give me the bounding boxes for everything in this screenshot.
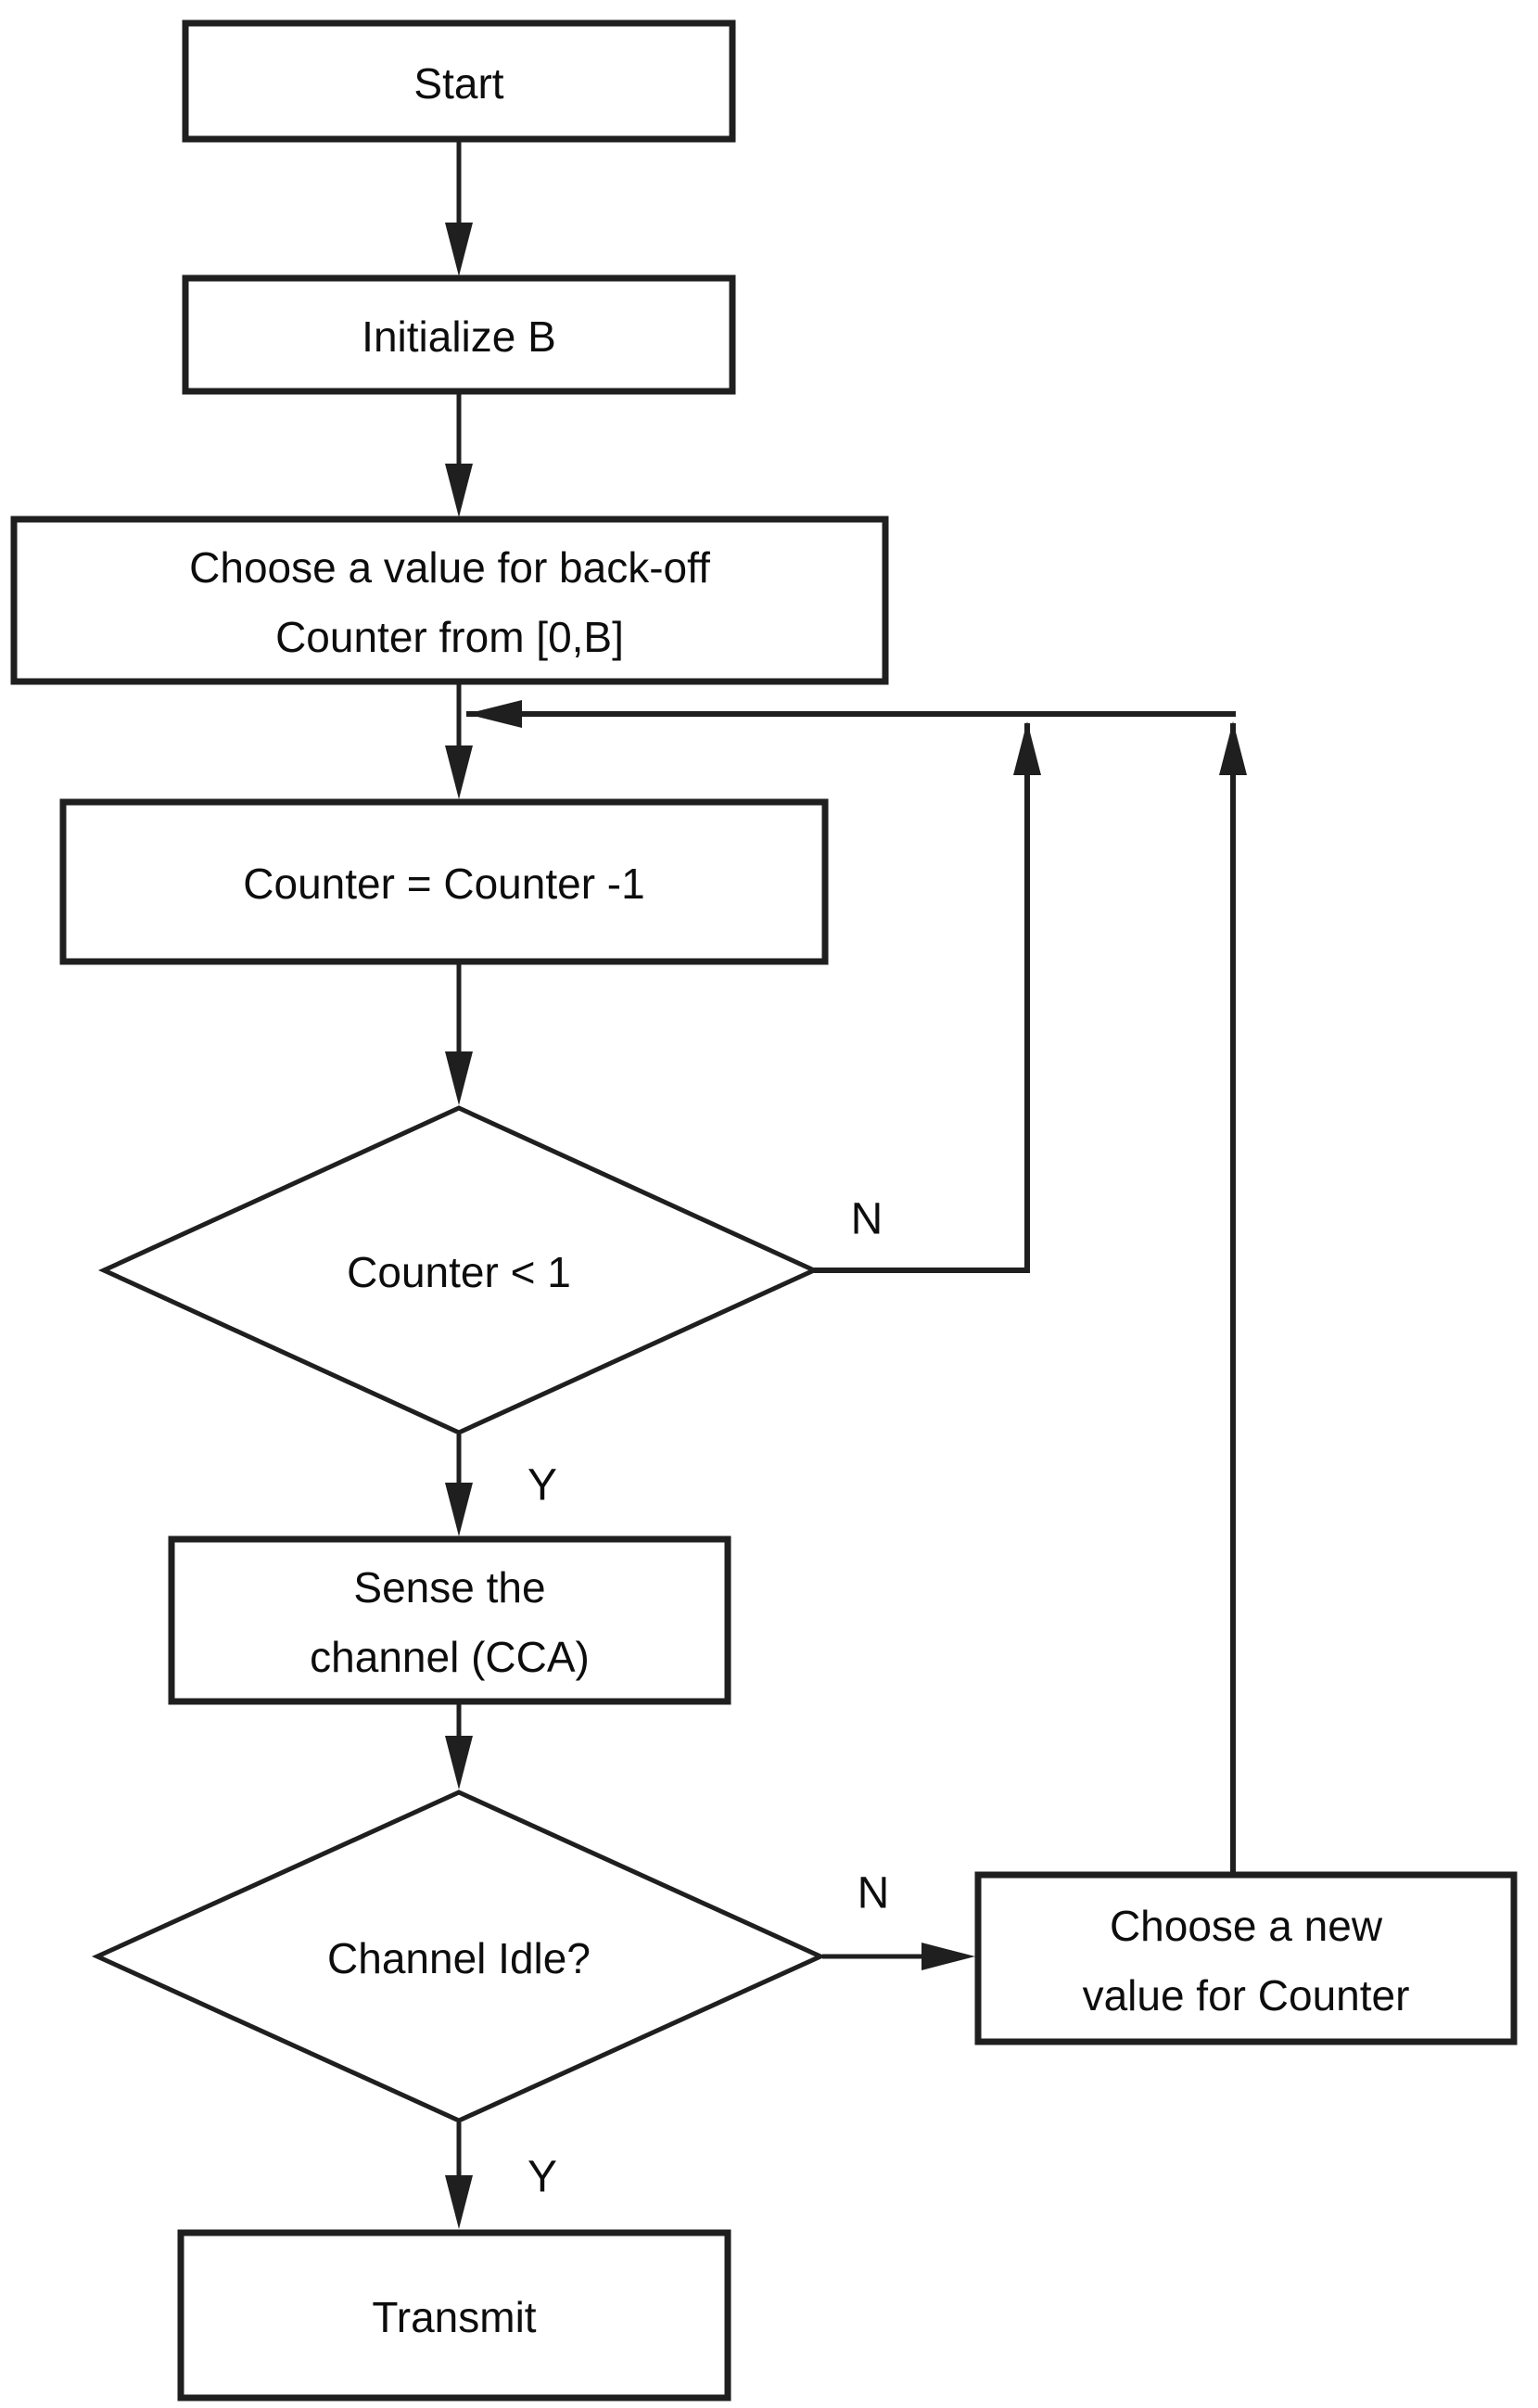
node-choose-backoff-line1: Choose a value for back-off [189,543,710,592]
edge-counter-check-yes: Y [445,1434,557,1536]
arrowhead-down-icon [445,1051,473,1105]
node-choose-backoff: Choose a value for back-off Counter from… [10,516,889,685]
node-decrement-counter-label: Counter = Counter -1 [243,860,644,908]
branch-label-no: N [851,1195,883,1244]
node-choose-new-value-box [974,1871,1518,2045]
edge-sense-to-channel-idle [445,1703,473,1790]
node-transmit-label: Transmit [372,2293,536,2341]
edge-loop-merge [466,700,1236,728]
arrowhead-down-icon [445,2175,473,2229]
node-initialize-b-label: Initialize B [362,312,556,361]
arrowhead-down-icon [445,1483,473,1536]
node-initialize-b: Initialize B [182,274,736,395]
node-decrement-counter-box [59,798,829,965]
node-counter-check: Counter < 1 [97,1105,820,1435]
branch-label-yes: Y [527,1461,557,1510]
arrowhead-up-icon [1219,721,1247,775]
arrowhead-left-icon [466,700,522,728]
edge-channel-idle-no: N [822,1869,975,1970]
branch-label-yes: Y [527,2153,557,2202]
node-start-box [182,19,736,143]
edge-start-to-initialize [445,141,473,276]
node-choose-new-value-line1: Choose a new [1110,1902,1383,1950]
arrowhead-right-icon [922,1943,975,1970]
node-sense-channel: Sense the channel (CCA) [168,1535,731,1705]
node-sense-channel-line1: Sense the [353,1563,545,1612]
node-channel-idle-label: Channel Idle? [327,1934,591,1982]
node-choose-new-value: Choose a new value for Counter [974,1871,1518,2045]
arrowhead-down-icon [445,745,473,799]
node-start: Start [182,19,736,143]
node-start-label: Start [413,59,503,108]
node-sense-channel-line2: channel (CCA) [310,1633,590,1681]
node-channel-idle: Channel Idle? [91,1790,827,2123]
arrowhead-up-icon [1013,721,1041,775]
arrowhead-down-icon [445,1736,473,1790]
node-choose-backoff-box [10,516,889,685]
arrowhead-down-icon [445,464,473,517]
branch-label-no: N [858,1869,890,1918]
node-counter-check-diamond [97,1105,820,1435]
node-sense-channel-box [168,1535,731,1705]
edge-counter-check-no-loop: N [814,721,1041,1273]
node-transmit: Transmit [177,2229,731,2402]
edge-initialize-to-choose-backoff [445,393,473,517]
node-channel-idle-diamond [91,1790,827,2123]
edge-decrement-to-counter-check [445,963,473,1105]
node-choose-new-value-line2: value for Counter [1083,1971,1410,2019]
node-counter-check-label: Counter < 1 [347,1248,571,1296]
edge-choose-backoff-to-decrement [445,683,473,799]
node-choose-backoff-line2: Counter from [0,B] [275,613,624,661]
node-initialize-b-box [182,274,736,395]
node-transmit-box [177,2229,731,2402]
arrowhead-down-icon [445,223,473,276]
node-decrement-counter: Counter = Counter -1 [59,798,829,965]
edge-choose-new-loop [1219,721,1247,1875]
edge-channel-idle-yes: Y [445,2122,557,2229]
